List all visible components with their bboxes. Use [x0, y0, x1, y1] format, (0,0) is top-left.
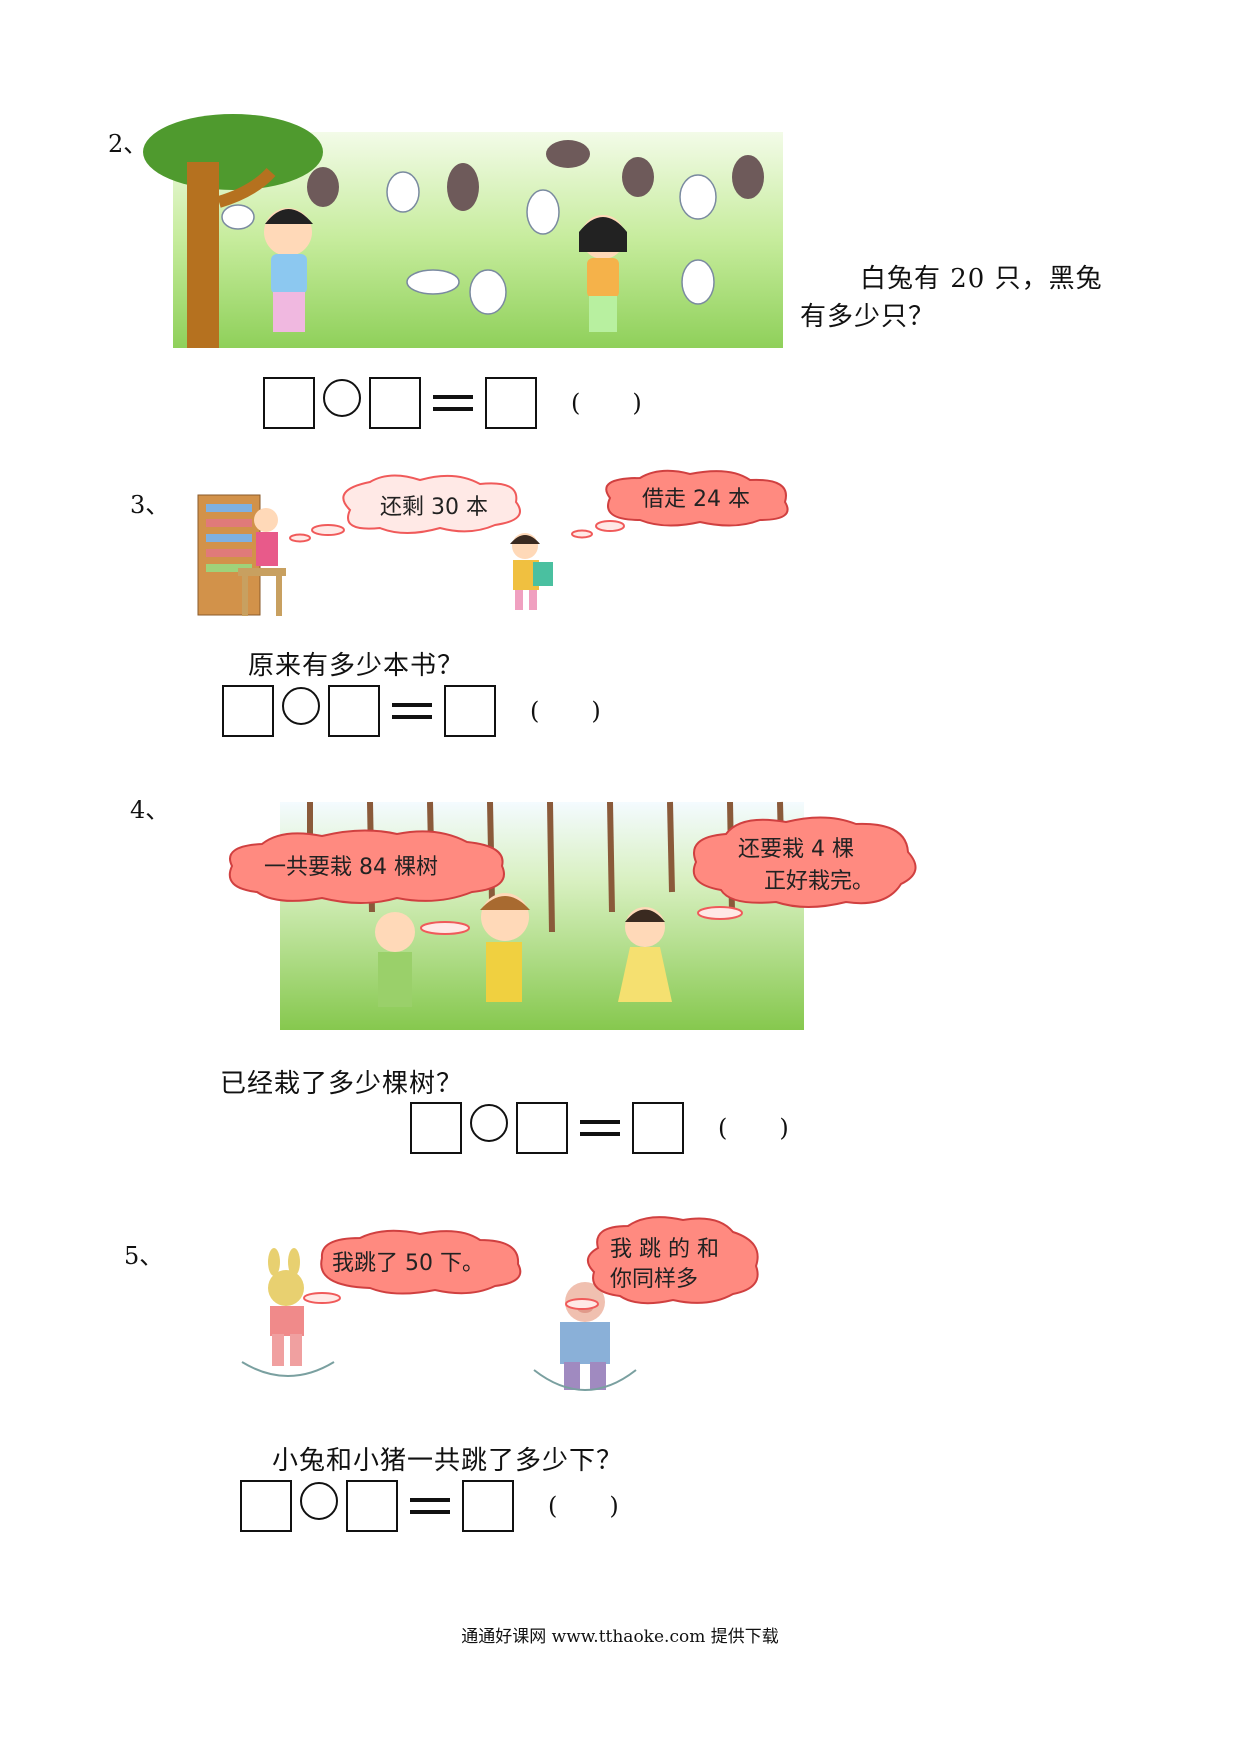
unit-parentheses[interactable]: ( ) — [718, 1114, 789, 1142]
answer-box-result[interactable] — [632, 1102, 684, 1154]
equation-row-q4: ( ) — [410, 1102, 789, 1154]
equals-sign — [392, 701, 432, 721]
answer-box-2[interactable] — [369, 377, 421, 429]
paren-open: ( — [571, 389, 581, 417]
paren-close: ) — [632, 389, 642, 417]
equation-row-q2: ( ) — [263, 377, 642, 429]
girl-with-books-image — [495, 530, 565, 615]
answer-box-result[interactable] — [444, 685, 496, 737]
bubble-text: 还剩 30 本 — [380, 495, 488, 520]
operator-circle[interactable] — [300, 1482, 338, 1520]
answer-box-2[interactable] — [346, 1480, 398, 1532]
speech-bubble-right: 我 跳 的 和 你同样多 — [558, 1212, 768, 1322]
paren-open: ( — [718, 1114, 728, 1142]
equals-sign — [433, 393, 473, 413]
answer-box-1[interactable] — [240, 1480, 292, 1532]
bubble-text: 我跳了 50 下。 — [332, 1251, 484, 1276]
paren-open: ( — [530, 697, 540, 725]
equation-row-q5: ( ) — [240, 1480, 619, 1532]
bubble-text: 借走 24 本 — [642, 487, 750, 512]
question-3-text: 原来有多少本书？ — [248, 651, 465, 681]
bubble-text-line1: 我 跳 的 和 — [610, 1237, 719, 1262]
bubble-text-line2: 你同样多 — [610, 1267, 698, 1292]
speech-bubble-left: 一共要栽 84 棵树 — [222, 826, 512, 910]
bubble-text-line2: 正好栽完。 — [764, 869, 874, 894]
speech-bubble-left: 还剩 30 本 — [280, 470, 550, 543]
equals-sign — [410, 1496, 450, 1516]
question-5-text: 小兔和小猪一共跳了多少下？ — [272, 1446, 624, 1476]
answer-box-result[interactable] — [462, 1480, 514, 1532]
speech-bubble-right: 借走 24 本 — [560, 468, 800, 539]
answer-box-1[interactable] — [222, 685, 274, 737]
unit-parentheses[interactable]: ( ) — [571, 389, 642, 417]
operator-circle[interactable] — [470, 1104, 508, 1142]
question-3-number: 3、 — [130, 491, 170, 519]
paren-close: ) — [779, 1114, 789, 1142]
bubble-text-line1: 还要栽 4 棵 — [738, 837, 854, 862]
bubble-text: 一共要栽 84 棵树 — [264, 855, 438, 880]
unit-parentheses[interactable]: ( ) — [530, 697, 601, 725]
answer-box-1[interactable] — [410, 1102, 462, 1154]
speech-bubble-left: 我跳了 50 下。 — [300, 1226, 530, 1316]
rabbits-scene-image — [143, 114, 783, 348]
question-5-number: 5、 — [124, 1242, 164, 1270]
paren-open: ( — [548, 1492, 558, 1520]
bookshelf-girl-image — [196, 490, 296, 625]
operator-circle[interactable] — [323, 379, 361, 417]
equation-row-q3: ( ) — [222, 685, 601, 737]
thought-dot — [415, 920, 475, 936]
question-2-text-line1: 白兔有 20 只，黑兔 — [860, 264, 1103, 294]
equals-sign — [580, 1118, 620, 1138]
question-4-text: 已经栽了多少棵树？ — [220, 1069, 464, 1099]
question-4-number: 4、 — [130, 796, 170, 824]
operator-circle[interactable] — [282, 687, 320, 725]
paren-close: ) — [591, 697, 601, 725]
question-2-number: 2、 — [108, 130, 148, 158]
question-2-text-line2: 有多少只？ — [800, 302, 936, 332]
unit-parentheses[interactable]: ( ) — [548, 1492, 619, 1520]
rabbit-jumping-rope-image — [238, 1248, 348, 1390]
pig-jumping-rope-image — [530, 1270, 640, 1400]
answer-box-1[interactable] — [263, 377, 315, 429]
footer-credit: 通通好课网 www.tthaoke.com 提供下载 — [461, 1627, 779, 1647]
paren-close: ) — [609, 1492, 619, 1520]
answer-box-result[interactable] — [485, 377, 537, 429]
thought-dot — [690, 905, 750, 921]
speech-bubble-right: 还要栽 4 棵 正好栽完。 — [686, 812, 926, 912]
answer-box-2[interactable] — [516, 1102, 568, 1154]
answer-box-2[interactable] — [328, 685, 380, 737]
